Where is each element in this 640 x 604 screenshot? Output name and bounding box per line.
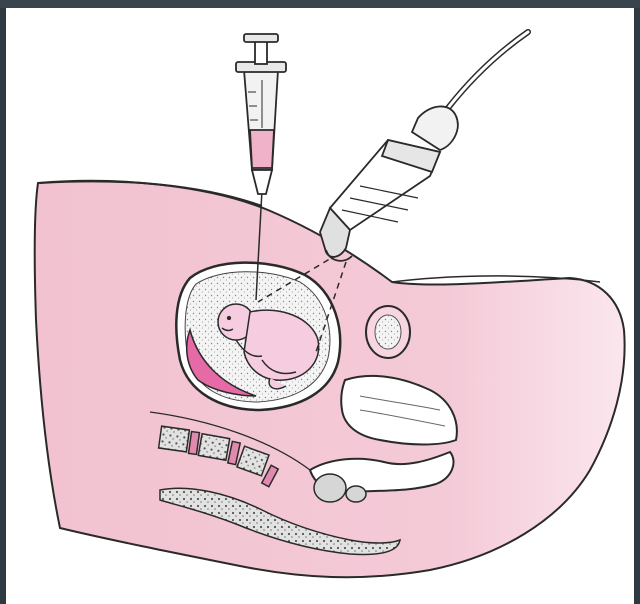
ultrasound-transducer-icon: [320, 32, 528, 261]
